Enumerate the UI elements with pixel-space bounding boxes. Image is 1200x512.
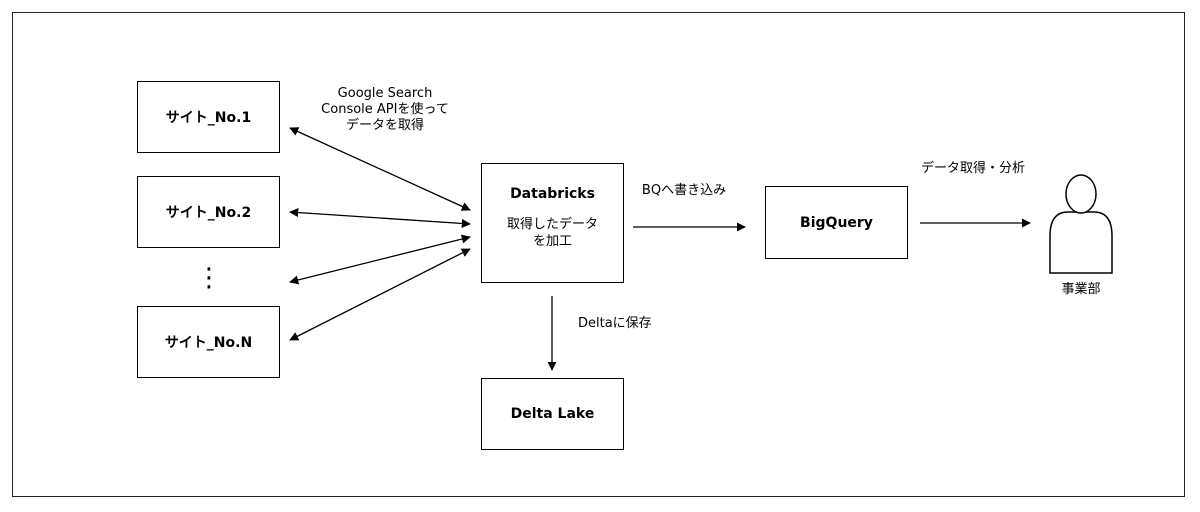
ellipsis-marker: ⋮	[196, 263, 222, 293]
edge-site1-databricks	[289, 127, 471, 211]
bigquery-node[interactable]: BigQuery	[765, 186, 908, 259]
delta-save-label: Deltaに保存	[578, 316, 652, 331]
edge-siteN-databricks	[289, 248, 471, 341]
api-label-line1: Google Search	[337, 86, 433, 101]
edge-site2-databricks	[289, 208, 471, 228]
site-n-label: サイト_No.N	[164, 335, 253, 351]
delta-lake-label: Delta Lake	[510, 406, 595, 422]
diagram-frame	[12, 12, 1185, 497]
site-1-label: サイト_No.1	[165, 110, 252, 126]
api-edge-label: Google Search Console APIを使って データを取得	[300, 86, 470, 134]
api-label-line2: Console APIを使って	[321, 102, 449, 117]
api-label-line3: データを取得	[345, 118, 424, 133]
person-label: 事業部	[1061, 282, 1101, 297]
databricks-desc-line1: 取得したデータ	[506, 217, 598, 232]
databricks-node[interactable]: Databricks 取得したデータ を加工	[481, 163, 624, 283]
delta-lake-node[interactable]: Delta Lake	[481, 378, 624, 450]
bigquery-label: BigQuery	[800, 214, 873, 231]
databricks-title: Databricks	[510, 186, 595, 202]
bq-write-label: BQへ書き込み	[641, 183, 727, 198]
person-icon	[1049, 174, 1113, 274]
site-n-node[interactable]: サイト_No.N	[137, 306, 280, 378]
analysis-label: データ取得・分析	[920, 161, 1025, 176]
site-1-node[interactable]: サイト_No.1	[137, 81, 280, 153]
site-2-node[interactable]: サイト_No.2	[137, 176, 280, 248]
site-2-label: サイト_No.2	[165, 205, 252, 221]
databricks-desc-line2: を加工	[532, 234, 572, 249]
edge-ellipsis-databricks	[289, 234, 471, 285]
